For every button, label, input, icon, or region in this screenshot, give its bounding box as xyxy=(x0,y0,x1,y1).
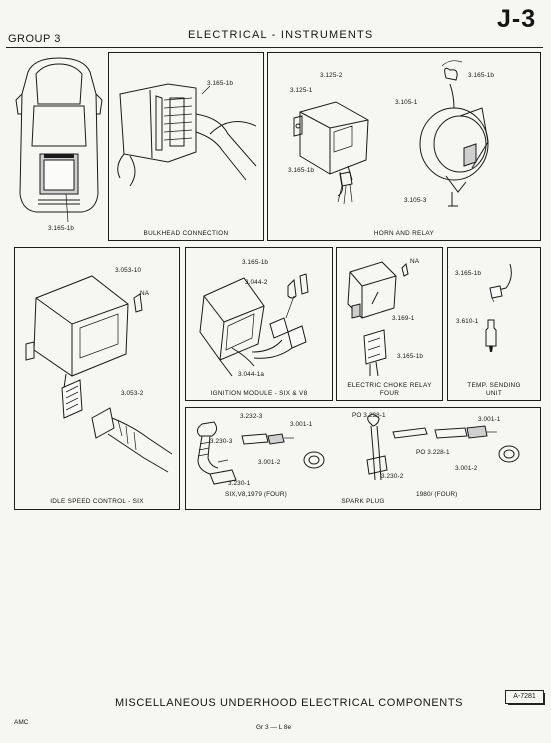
ignition-panel xyxy=(185,247,333,401)
spark-left-caption: SIX,V8,1979 (FOUR) xyxy=(225,491,287,498)
header-rule xyxy=(6,47,543,48)
horn-icon xyxy=(419,60,489,207)
horn-label-6: 3.105-3 xyxy=(404,197,427,204)
spark-left-label-5: 3.230-1 xyxy=(228,480,251,487)
choke-label-1: NA xyxy=(410,258,420,265)
horn-panel xyxy=(267,52,541,241)
choke-relay-icon xyxy=(347,261,409,377)
connector-icon xyxy=(117,83,257,187)
choke-panel xyxy=(336,247,443,401)
page-code: J-3 xyxy=(497,5,537,33)
spark-left-label-4: 3.001-2 xyxy=(258,459,281,466)
temp-sender-icon xyxy=(485,263,512,352)
ignition-label-2: 3.044-2 xyxy=(245,279,268,286)
bulkhead-caption: BULKHEAD CONNECTION xyxy=(143,230,229,237)
car-outline-icon xyxy=(15,57,103,223)
spark-right-label-1: PO 3.228-1 xyxy=(352,412,386,419)
spark-right-label-3: PO 3.228-1 xyxy=(416,449,450,456)
idle-label-1: 3.053-10 xyxy=(115,267,142,274)
choke-caption-1: ELECTRIC CHOKE RELAY xyxy=(347,382,432,389)
spark-left-label-1: 3.232-3 xyxy=(240,413,263,420)
choke-label-3: 3.165-1b xyxy=(397,353,424,360)
idle-caption: IDLE SPEED CONTROL - SIX xyxy=(50,498,144,505)
relay-icon xyxy=(293,101,369,197)
horn-caption: HORN AND RELAY xyxy=(373,230,435,237)
ignition-module-icon xyxy=(199,273,309,377)
ignition-label-1: 3.165-1b xyxy=(242,259,269,266)
bulkhead-panel xyxy=(108,52,264,241)
group-label: GROUP 3 xyxy=(8,33,61,45)
spark-plug-1980-icon xyxy=(366,413,520,481)
horn-label-3: 3.165-1b xyxy=(288,167,315,174)
idle-label-2: NA xyxy=(140,290,150,297)
car-label: 3.165-1b xyxy=(48,225,75,232)
horn-label-2: 3.125-1 xyxy=(290,87,313,94)
idle-label-3: 3.053-2 xyxy=(121,390,144,397)
figure-title: MISCELLANEOUS UNDERHOOD ELECTRICAL COMPO… xyxy=(115,697,464,709)
section-title: ELECTRICAL - INSTRUMENTS xyxy=(188,29,374,41)
figure-code: A-7281 xyxy=(505,690,544,704)
choke-label-2: 3.169-1 xyxy=(392,315,415,322)
ignition-caption: IGNITION MODULE - SIX & V8 xyxy=(210,390,308,397)
temp-label-1: 3.165-1b xyxy=(455,270,482,277)
footer-brand: AMC xyxy=(14,719,29,726)
bulkhead-label: 3.165-1b xyxy=(207,80,234,87)
temp-caption-1: TEMP. SENDING xyxy=(467,382,521,389)
temp-caption-2: UNIT xyxy=(485,390,503,397)
choke-caption-2: FOUR xyxy=(379,390,400,397)
temp-panel xyxy=(447,247,541,401)
idle-panel xyxy=(14,247,180,510)
horn-pigtail-icon xyxy=(337,171,353,205)
horn-label-1: 3.125-2 xyxy=(320,72,343,79)
spark-left-label-3: 3.230-3 xyxy=(210,438,233,445)
spark-right-label-2: 3.001-1 xyxy=(478,416,501,423)
temp-label-2: 3.610-1 xyxy=(456,318,479,325)
spark-plug-icon xyxy=(196,421,325,485)
horn-label-4: 3.105-1 xyxy=(395,99,418,106)
control-module-icon xyxy=(25,275,173,473)
spark-caption: SPARK PLUG xyxy=(341,498,385,505)
horn-label-5: 3.165-1b xyxy=(468,72,495,79)
spark-right-label-5: 3.001-2 xyxy=(455,465,478,472)
spark-right-caption: 1980/ (FOUR) xyxy=(416,491,458,498)
footer-page-ref: Gr 3 — L 8e xyxy=(256,724,292,731)
spark-panel xyxy=(185,407,541,510)
ignition-label-3: 3.044-1a xyxy=(238,371,265,378)
spark-left-label-2: 3.001-1 xyxy=(290,421,313,428)
spark-right-label-4: 3.230-2 xyxy=(381,473,404,480)
